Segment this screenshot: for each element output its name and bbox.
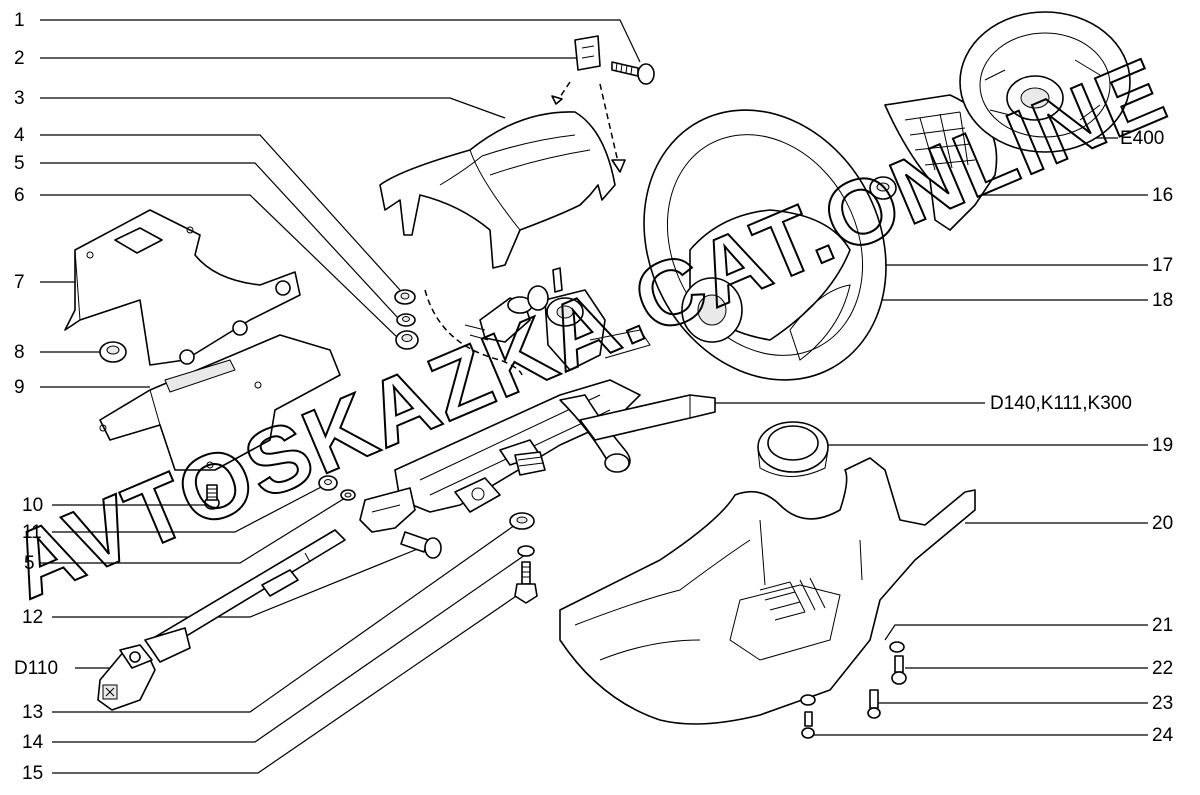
screw-part-23 <box>867 689 881 719</box>
lower-shroud-part-20 <box>559 457 976 725</box>
callout-18: 18 <box>1152 290 1173 311</box>
callout-D110: D110 <box>14 658 58 679</box>
screw-part-22 <box>891 655 907 685</box>
steering-column <box>359 379 716 533</box>
arrow-head-2 <box>611 159 626 173</box>
arrow-head-1 <box>551 95 563 105</box>
callout-12: 12 <box>22 607 43 628</box>
stud-part-15 <box>514 561 538 604</box>
callout-5: 5 <box>14 153 25 174</box>
callout-4: 4 <box>14 125 25 146</box>
washer-part-24-upper <box>800 694 816 706</box>
arrow-dash-1 <box>557 81 571 101</box>
callout-15: 15 <box>22 763 43 784</box>
screw-part-24 <box>801 711 815 739</box>
callout-16: 16 <box>1152 185 1173 206</box>
callout-14: 14 <box>22 732 44 753</box>
callout-23: 23 <box>1152 693 1173 714</box>
callout-10: 10 <box>22 495 43 516</box>
lower-shaft-part-12 <box>144 529 346 663</box>
bolt-part-12-head <box>400 531 442 559</box>
callouts-right: E400 16 17 18 D140,K111,K300 19 20 21 22… <box>990 128 1174 746</box>
callout-D140-K111-K300: D140,K111,K300 <box>990 393 1132 414</box>
nut-part-16 <box>869 176 897 200</box>
universal-joint-D110 <box>97 644 156 711</box>
callout-3: 3 <box>14 88 25 109</box>
callout-6: 6 <box>14 185 25 206</box>
washer-part-21 <box>889 641 905 653</box>
arrow-dash-2 <box>599 83 619 163</box>
washer-part-14 <box>517 545 535 557</box>
callout-21: 21 <box>1152 615 1173 636</box>
arrow-dash-3 <box>424 289 523 376</box>
airbag-module-E400 <box>884 11 1131 231</box>
washers-part-4-5-6 <box>394 289 419 350</box>
screw-part-1 <box>611 61 655 85</box>
steering-wheel-part-17-18 <box>643 109 887 381</box>
upper-shroud-part-3 <box>379 111 616 269</box>
callout-22: 22 <box>1152 658 1173 679</box>
leader-lines <box>40 19 1148 774</box>
clip-part-2 <box>574 35 601 71</box>
callout-8: 8 <box>14 342 25 363</box>
callouts-left: 1 2 3 4 5 6 7 8 9 10 11 5 12 D110 13 14 … <box>14 10 58 784</box>
nut-part-8 <box>99 341 127 363</box>
washer-part-5-lower <box>340 489 356 501</box>
callout-11: 11 <box>22 522 42 543</box>
callout-19: 19 <box>1152 435 1173 456</box>
callout-E400: E400 <box>1120 128 1164 149</box>
callout-7: 7 <box>14 272 25 293</box>
plate-part-9 <box>99 334 341 471</box>
callout-5-lower: 5 <box>24 553 35 574</box>
nut-part-11 <box>318 475 338 491</box>
callout-1: 1 <box>14 10 25 31</box>
washer-part-13 <box>509 512 535 530</box>
callout-2: 2 <box>14 48 25 69</box>
callout-24: 24 <box>1152 725 1174 746</box>
bracket-part-7 <box>64 209 301 366</box>
callout-20: 20 <box>1152 513 1173 534</box>
bolt-part-10 <box>204 484 220 510</box>
ignition-lock-assembly <box>464 267 651 371</box>
callout-13: 13 <box>22 702 43 723</box>
callout-17: 17 <box>1152 255 1173 276</box>
callout-9: 9 <box>14 377 25 398</box>
ring-part-19 <box>757 421 829 477</box>
